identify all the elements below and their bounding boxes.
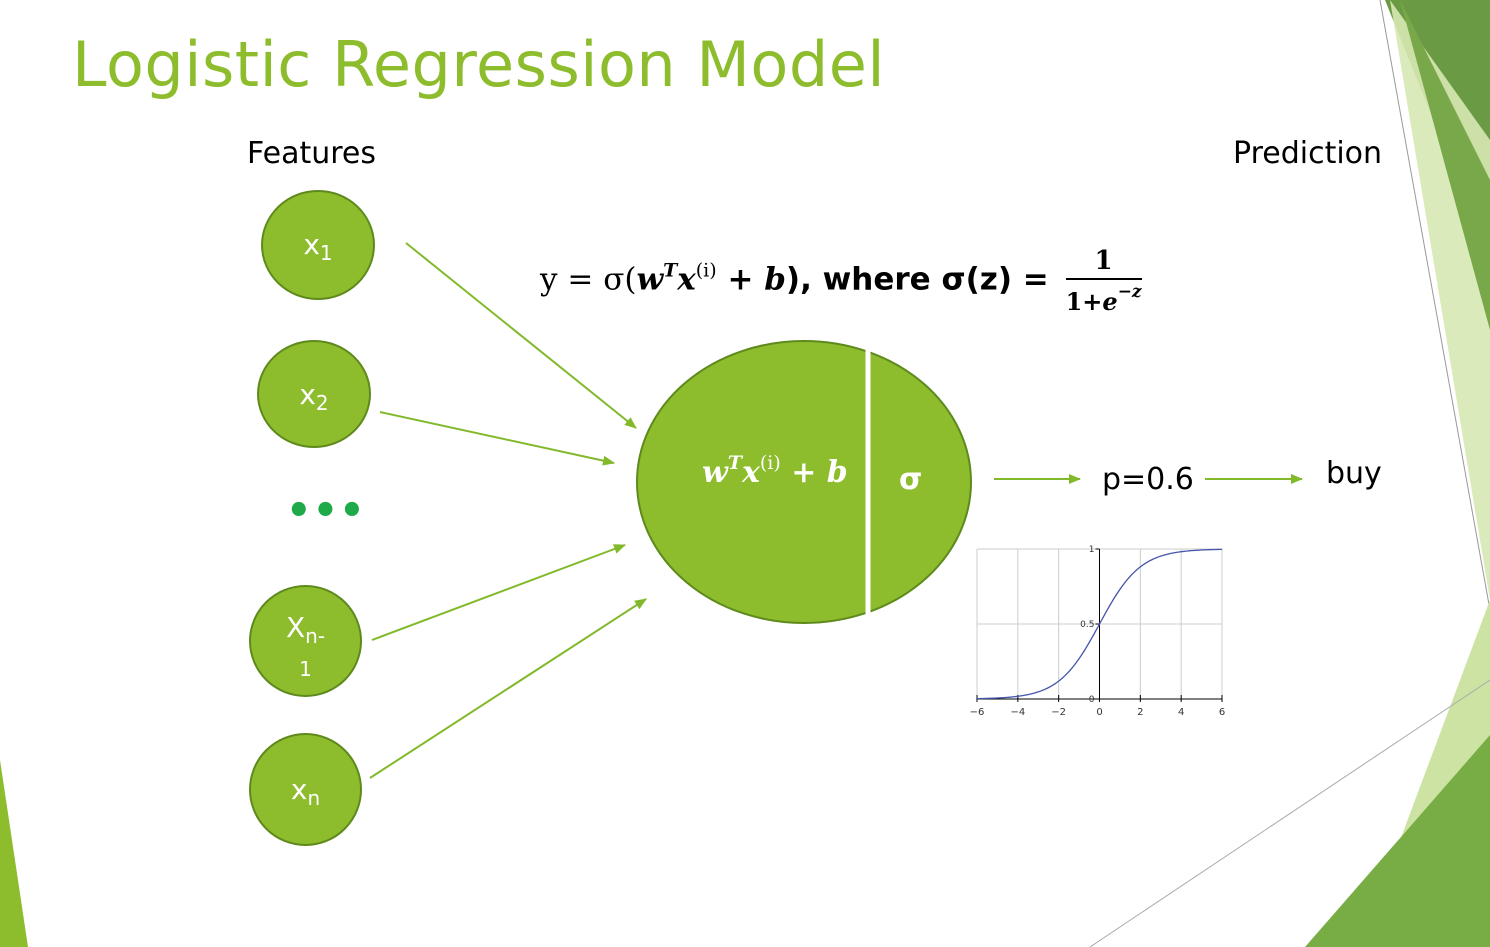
x-tick-label: 0 xyxy=(1096,707,1102,718)
corner-line xyxy=(1379,0,1490,611)
arrow-xn xyxy=(369,598,647,779)
prediction-header: Prediction xyxy=(1233,136,1383,171)
feature-node-x2: x2 xyxy=(257,340,371,448)
y-tick-label: 0.5 xyxy=(1080,620,1094,630)
ellipsis: ••• xyxy=(286,488,366,534)
feature-node-x1: x1 xyxy=(261,190,375,300)
arrow-xn-1 xyxy=(371,544,626,641)
probability-output: p=0.6 xyxy=(1102,462,1194,497)
neuron-linear-term: wTx(i) + b xyxy=(702,452,848,490)
x-tick-label: 4 xyxy=(1178,707,1184,718)
x-tick-label: −6 xyxy=(970,707,984,718)
bottom-line xyxy=(1089,679,1490,947)
x-tick-label: 2 xyxy=(1137,707,1143,718)
x-tick-label: −4 xyxy=(1010,707,1025,718)
bottom-shape-dark xyxy=(1305,735,1490,947)
x-tick-label: −2 xyxy=(1051,707,1066,718)
corner-shape-mid xyxy=(1400,0,1490,330)
y-tick-label: 1 xyxy=(1089,545,1095,555)
prediction-label: buy xyxy=(1326,456,1382,491)
feature-node-xn: xn xyxy=(249,733,362,846)
x-tick-label: 6 xyxy=(1219,707,1225,718)
features-header: Features xyxy=(247,136,376,171)
neuron-body xyxy=(636,340,972,624)
sigmoid-chart: −6 −4 −2 0 2 4 6 0 0.5 1 xyxy=(970,545,1225,718)
neuron-sigma: σ xyxy=(899,462,923,497)
arrow-x2 xyxy=(379,411,615,466)
slide-title: Logistic Regression Model xyxy=(72,28,886,101)
left-shape xyxy=(0,760,28,947)
arrow-x1 xyxy=(405,242,637,429)
y-tick-label: 0 xyxy=(1089,695,1095,705)
feature-node-xn-1: Xn- 1 xyxy=(249,585,362,697)
